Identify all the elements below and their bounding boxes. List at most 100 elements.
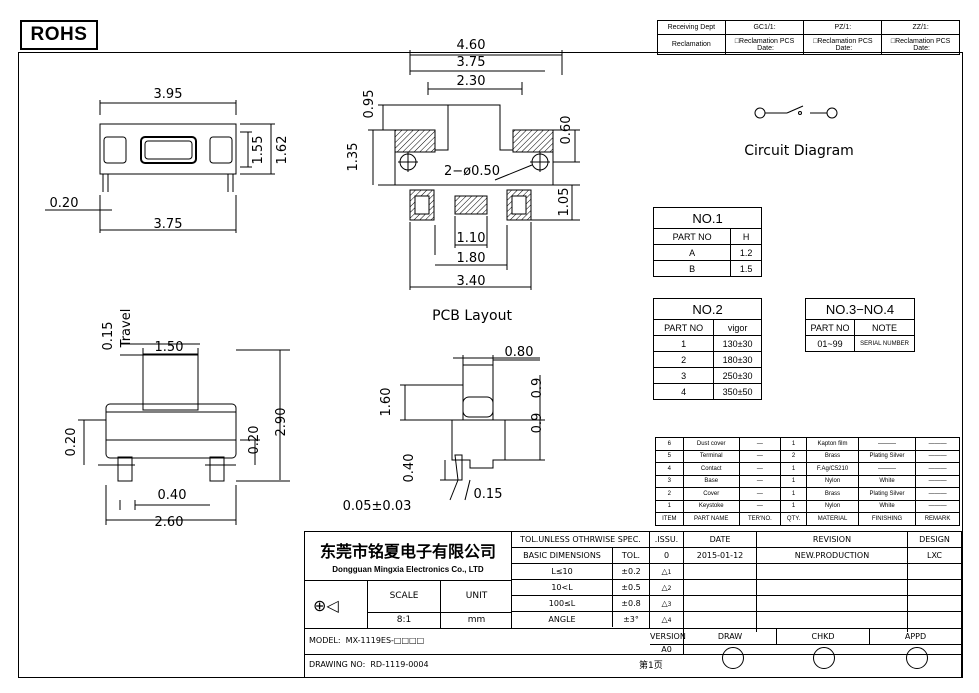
table-cell: 4 (655, 462, 684, 476)
rohs-badge: ROHS (20, 20, 98, 50)
revision-block: .ISSU. DATE REVISION DESIGN 0 2015-01-12… (650, 532, 961, 632)
rev-triangle: △1 (650, 564, 684, 579)
chkd-label: CHKD (777, 629, 870, 645)
table-cell: 4 (652, 383, 715, 400)
scale-value: 8:1 (368, 613, 441, 628)
dim-side-09a: 0.9 (530, 378, 545, 399)
bom-header: PART NAME (682, 512, 740, 526)
rev-triangle: △3 (650, 596, 684, 611)
scale-cell: ⊕◁ SCALE UNIT 8:1 mm (305, 580, 512, 629)
dim-front-020a: 0.20 (247, 426, 262, 455)
table-cell: ——— (915, 437, 960, 451)
company-cn: 东莞市铭夏电子有限公司 (319, 542, 496, 561)
table-cell: 1 (779, 437, 808, 451)
table-cell: 6 (655, 437, 684, 451)
table-cell: — (738, 499, 781, 513)
dim-front-150: 1.50 (155, 340, 184, 355)
table-cell: 1 (779, 499, 808, 513)
unit-value: mm (467, 615, 486, 625)
table-cell: 3 (652, 367, 715, 384)
table-cell: 5 (655, 449, 684, 463)
drawing-row: DRAWING NO: RD-1119-0004 (309, 660, 429, 669)
recl-cell-1: □Reclamation PCS Date: (724, 34, 805, 55)
table-cell: Brass (806, 449, 859, 463)
rev-triangle: △2 (650, 580, 684, 595)
table-cell: Terminal (682, 449, 740, 463)
dim-front-020b: 0.20 (64, 428, 79, 457)
appd-label: APPD (870, 629, 961, 645)
table-cell: Kapton film (806, 437, 859, 451)
table-cell: — (738, 462, 781, 476)
tolerance-block: TOL.UNLESS OTHRWISE SPEC. BASIC DIMENSIO… (512, 532, 650, 629)
approval-block: VERSION A0 DRAW CHKD APPD (650, 628, 961, 677)
table-cell: ——— (915, 499, 960, 513)
bom-header: QTY. (779, 512, 808, 526)
bom-header: FINISHING (857, 512, 917, 526)
page-number: 第1页 (639, 661, 663, 671)
dim-front-290: 2.90 (274, 408, 289, 437)
table-cell: F.Ag/C5210 (806, 462, 859, 476)
dim-top-h1: 1.55 (251, 136, 266, 165)
unit-label: UNIT (441, 580, 512, 613)
table-cell: — (738, 449, 781, 463)
table-cell: Cover (682, 487, 740, 501)
no2-title: NO.2 (653, 298, 762, 320)
no34-header: NOTE (854, 319, 915, 336)
no2-header: vigor (713, 319, 762, 336)
projection-icon: ⊕◁ (313, 596, 339, 615)
table-cell: A (652, 244, 732, 261)
dim-pcb-180: 1.80 (457, 251, 486, 266)
pcb-layout-label: PCB Layout (432, 308, 512, 324)
table-cell: 1 (652, 335, 715, 352)
top-view (45, 100, 275, 233)
table-cell: ——— (857, 462, 917, 476)
dim-pcb-375: 3.75 (457, 55, 486, 70)
appd-stamp (906, 647, 928, 669)
draw-stamp (722, 647, 744, 669)
no1-header: H (730, 228, 762, 245)
dim-pcb-060: 0.60 (559, 116, 574, 145)
bom-header: ITEM (655, 512, 684, 526)
circuit-diagram (754, 105, 838, 119)
table-cell: Plating Silver (857, 487, 917, 501)
table-cell: 1 (655, 499, 684, 513)
table-cell: ——— (915, 474, 960, 488)
side-view (400, 355, 545, 501)
table-cell: 1 (779, 462, 808, 476)
dim-side-160: 1.60 (379, 388, 394, 417)
table-cell: — (738, 437, 781, 451)
table-cell: Base (682, 474, 740, 488)
table-cell: Dust cover (682, 437, 740, 451)
dim-pcb-105: 1.05 (557, 188, 572, 217)
table-cell: 130±30 (713, 335, 762, 352)
no1-header: PART NO (652, 228, 732, 245)
table-cell: 180±30 (713, 351, 762, 368)
circuit-diagram-label: Circuit Diagram (744, 143, 854, 159)
title-block: 东莞市铭夏电子有限公司 Dongguan Mingxia Electronics… (304, 531, 962, 678)
model-row: MODEL: MX-1119ES-□□□□ (309, 636, 425, 645)
table-cell: 1 (779, 474, 808, 488)
table-cell: 2 (652, 351, 715, 368)
dim-pcb-hole: 2−ø0.50 (444, 164, 500, 179)
scale-label: SCALE (368, 580, 441, 613)
table-cell: 350±50 (713, 383, 762, 400)
table-cell: Plating Silver (857, 449, 917, 463)
pcb-layout-view (368, 50, 580, 290)
table-cell: White (857, 474, 917, 488)
dim-side-09b: 0.9 (530, 413, 545, 434)
company-cell: 东莞市铭夏电子有限公司 Dongguan Mingxia Electronics… (305, 532, 512, 581)
dim-pcb-230: 2.30 (457, 74, 486, 89)
dim-top-h2: 1.62 (275, 136, 290, 165)
table-cell: — (738, 487, 781, 501)
table-cell: SERIAL NUMBER (854, 335, 915, 352)
dim-pcb-110: 1.10 (457, 231, 486, 246)
front-view (78, 343, 290, 525)
no1-title: NO.1 (653, 207, 762, 229)
table-cell: 1.5 (730, 260, 762, 277)
table-cell: ——— (915, 487, 960, 501)
receiving-table: Receiving Dept GC1/1: PZ/1: ZZ/1: Reclam… (657, 20, 960, 55)
table-cell: 3 (655, 474, 684, 488)
